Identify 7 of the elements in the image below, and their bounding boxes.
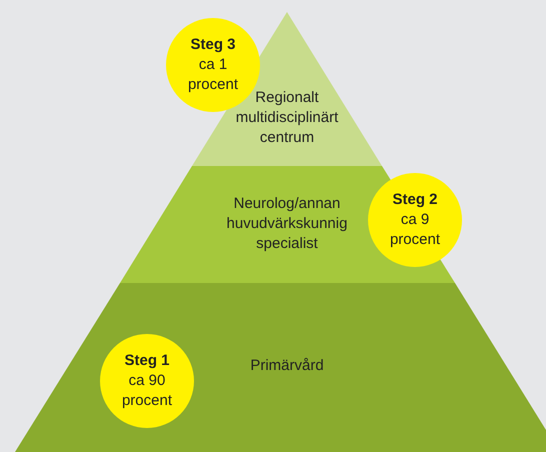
- step-title: Steg 2: [392, 190, 438, 210]
- step-share: ca 90 procent: [120, 371, 174, 411]
- tier-label: Primärvård: [249, 356, 325, 376]
- step-share: ca 9 procent: [388, 210, 442, 250]
- step-title: Steg 3: [190, 35, 236, 55]
- step-title: Steg 1: [124, 351, 170, 371]
- tier-label: Neurolog/annan huvudvärkskunnig specialist: [226, 194, 348, 254]
